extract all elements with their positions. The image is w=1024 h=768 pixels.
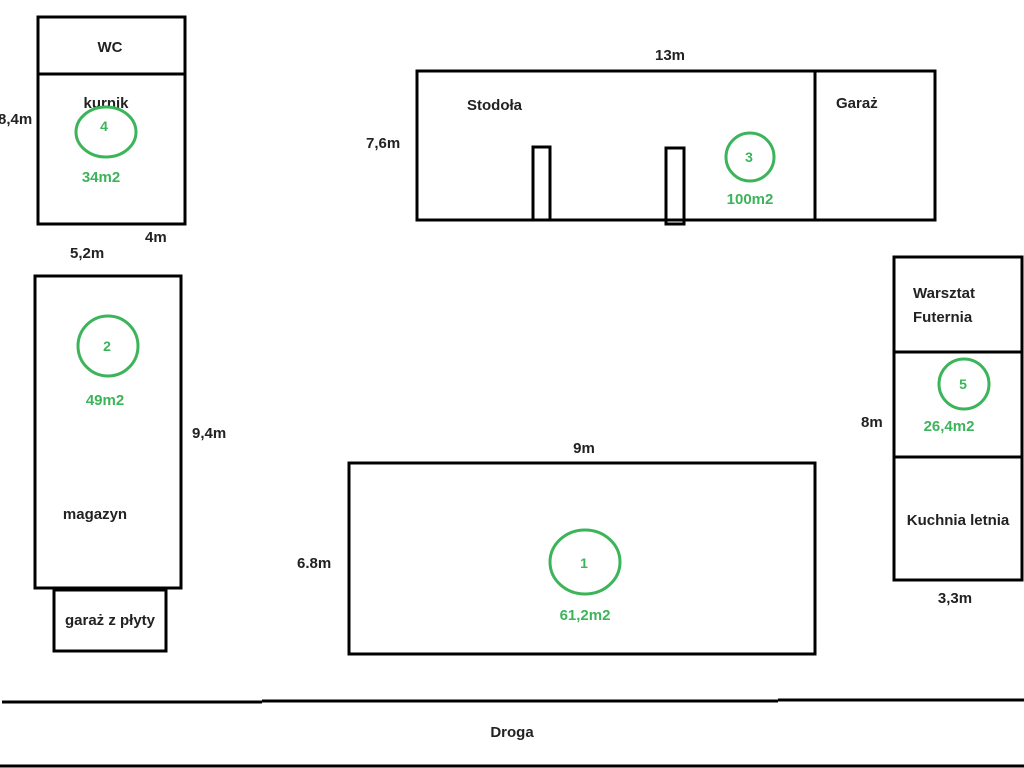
dim-house-width: 9m bbox=[573, 440, 595, 457]
marker-circle-4 bbox=[74, 105, 138, 159]
marker-area-1: 61,2m2 bbox=[560, 607, 611, 624]
dim-stodola-width: 13m bbox=[655, 47, 685, 64]
kurnik-outline bbox=[36, 15, 187, 226]
marker-area-3: 100m2 bbox=[727, 191, 774, 208]
stodola-door-left bbox=[531, 145, 552, 222]
marker-number-3: 3 bbox=[745, 149, 753, 165]
marker-number-2: 2 bbox=[103, 338, 111, 354]
road-edge-top bbox=[2, 698, 1024, 704]
marker-circle-1 bbox=[548, 528, 622, 596]
building-wc-kurnik bbox=[36, 15, 187, 226]
dim-warsztat-height: 8m bbox=[861, 414, 883, 431]
warsztat-outline bbox=[892, 255, 1024, 582]
marker-area-5: 26,4m2 bbox=[924, 418, 975, 435]
dim-kurnik-height: 8,4m bbox=[0, 111, 32, 128]
label-kuchnia-letnia: Kuchnia letnia bbox=[907, 512, 1010, 529]
dim-kurnik-width: 4m bbox=[145, 229, 167, 246]
label-futernia: Futernia bbox=[913, 309, 973, 326]
building-magazyn bbox=[33, 274, 183, 653]
building-stodola-garaz bbox=[415, 69, 937, 226]
marker-circle-2 bbox=[76, 314, 140, 378]
label-wc: WC bbox=[98, 39, 123, 56]
label-road: Droga bbox=[490, 724, 534, 741]
stodola-door-right bbox=[664, 146, 686, 226]
stodola-outline bbox=[415, 69, 937, 222]
dim-house-height: 6.8m bbox=[297, 555, 331, 572]
label-garaz-z-plyty: garaż z płyty bbox=[65, 612, 156, 629]
marker-area-2: 49m2 bbox=[86, 392, 124, 409]
garaz-z-plyty-outline bbox=[52, 588, 168, 653]
label-magazyn: magazyn bbox=[63, 506, 127, 523]
marker-circle-5 bbox=[937, 357, 991, 411]
building-house bbox=[347, 461, 817, 656]
dim-magazyn-width: 5,2m bbox=[70, 245, 104, 262]
dim-stodola-height: 7,6m bbox=[366, 135, 400, 152]
dim-magazyn-height: 9,4m bbox=[192, 425, 226, 442]
house-outline bbox=[347, 461, 817, 656]
road bbox=[0, 698, 1024, 768]
magazyn-outline bbox=[33, 274, 183, 590]
label-warsztat: Warsztat bbox=[913, 285, 975, 302]
marker-number-5: 5 bbox=[959, 376, 967, 392]
marker-circle-3 bbox=[724, 131, 776, 183]
marker-number-4: 4 bbox=[100, 118, 108, 134]
marker-area-4: 34m2 bbox=[82, 169, 120, 186]
label-garaz: Garaż bbox=[836, 95, 878, 112]
marker-number-1: 1 bbox=[580, 555, 588, 571]
label-stodola: Stodoła bbox=[467, 97, 523, 114]
dim-warsztat-width: 3,3m bbox=[938, 590, 972, 607]
building-warsztat bbox=[892, 255, 1024, 582]
